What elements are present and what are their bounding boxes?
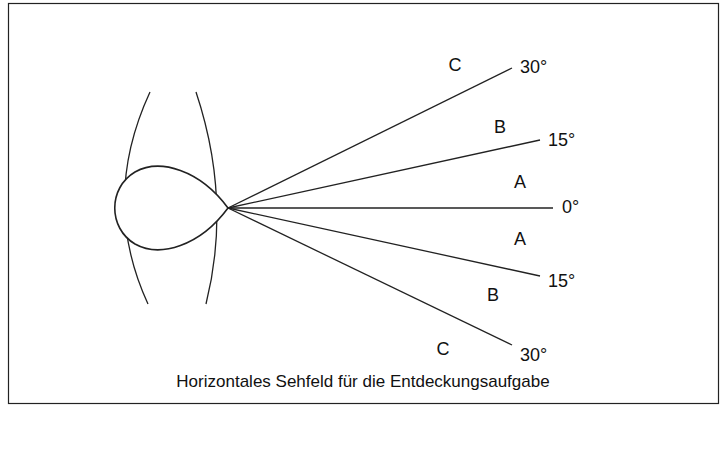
- angle-label: 15°: [548, 131, 575, 151]
- ray-0: [228, 207, 553, 208]
- head-outline: [115, 166, 228, 249]
- zone-letter: B: [487, 286, 499, 306]
- ray-30-down: [228, 208, 512, 345]
- zone-letter: A: [514, 230, 526, 250]
- ray-15-up: [228, 140, 540, 208]
- angle-label: 30°: [520, 58, 547, 78]
- angle-label: 15°: [548, 272, 575, 292]
- zone-letter: B: [494, 118, 506, 138]
- zone-letter: A: [514, 173, 526, 193]
- frame: [9, 4, 719, 404]
- angle-label: 30°: [520, 346, 547, 366]
- caption: Horizontales Sehfeld für die Entdeckungs…: [176, 372, 549, 392]
- ray-15-down: [228, 208, 540, 276]
- zone-letter: C: [449, 56, 462, 76]
- angle-label: 0°: [562, 198, 579, 218]
- zone-letter: C: [437, 340, 450, 360]
- ray-30-up: [228, 68, 512, 208]
